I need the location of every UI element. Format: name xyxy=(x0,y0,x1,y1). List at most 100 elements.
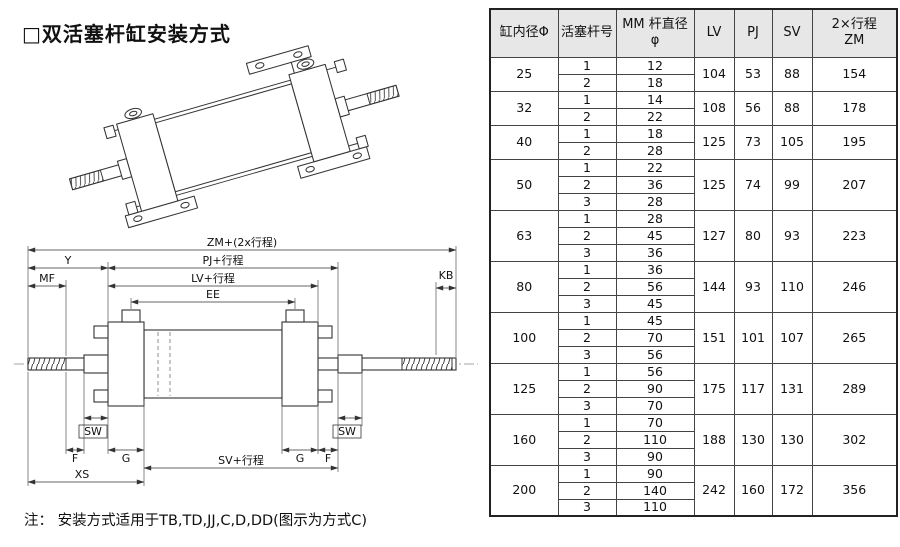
cell-bore: 125 xyxy=(489,362,559,415)
cell-lv: 175 xyxy=(693,362,735,415)
cell-rod-no: 1 xyxy=(557,158,617,177)
cell-pj: 160 xyxy=(733,464,773,517)
cell-rod-dia: 56 xyxy=(615,345,695,364)
cell-bore: 100 xyxy=(489,311,559,364)
cell-rod-dia: 12 xyxy=(615,56,695,75)
cell-rod-no: 1 xyxy=(557,56,617,75)
dim-label-f-right: F xyxy=(325,452,331,465)
cell-rod-dia: 110 xyxy=(615,498,695,517)
cell-rod-no: 1 xyxy=(557,90,617,109)
header-lv: LV xyxy=(693,8,735,58)
cell-zm: 178 xyxy=(811,90,898,126)
cell-zm: 246 xyxy=(811,260,898,313)
cell-lv: 242 xyxy=(693,464,735,517)
header-zm: 2×行程 ZM xyxy=(811,8,898,58)
cell-sv: 130 xyxy=(771,413,813,466)
cell-zm: 207 xyxy=(811,158,898,211)
cell-rod-dia: 28 xyxy=(615,209,695,228)
cell-zm: 356 xyxy=(811,464,898,517)
dim-label-xs: XS xyxy=(75,468,90,481)
cell-rod-no: 2 xyxy=(557,141,617,160)
header-pj: PJ xyxy=(733,8,773,58)
cell-rod-dia: 90 xyxy=(615,447,695,466)
dim-label-g-right: G xyxy=(296,452,305,465)
cell-rod-dia: 70 xyxy=(615,396,695,415)
cell-rod-dia: 36 xyxy=(615,175,695,194)
dim-label-lv: LV+行程 xyxy=(191,272,235,285)
cylinder-tube xyxy=(143,329,283,399)
cell-rod-dia: 14 xyxy=(615,90,695,109)
tie-rod-nuts-iso xyxy=(103,58,369,216)
dim-label-sv: SV+行程 xyxy=(218,454,264,467)
cell-pj: 53 xyxy=(733,56,773,92)
piston-rod-left xyxy=(27,354,109,374)
cell-bore: 50 xyxy=(489,158,559,211)
cell-bore: 63 xyxy=(489,209,559,262)
dimension-drawing: ZM+(2x行程) Y PJ+行程 MF LV+行程 KB EE SW SW F… xyxy=(14,236,478,486)
cylinder-head-left-iso xyxy=(116,113,179,212)
dim-label-kb: KB xyxy=(439,269,454,282)
piston-rod-right xyxy=(317,354,457,374)
cell-rod-dia: 28 xyxy=(615,192,695,211)
header-bore: 缸内径Φ xyxy=(489,8,559,58)
cell-rod-dia: 28 xyxy=(615,141,695,160)
isometric-drawing-wrap xyxy=(32,32,462,236)
cell-rod-no: 2 xyxy=(557,73,617,92)
cell-rod-dia: 56 xyxy=(615,362,695,381)
dim-label-zm: ZM+(2x行程) xyxy=(207,236,277,249)
cell-pj: 56 xyxy=(733,90,773,126)
cell-zm: 289 xyxy=(811,362,898,415)
cell-rod-dia: 36 xyxy=(615,243,695,262)
dimension-lines xyxy=(27,247,457,485)
piston-hidden-lines xyxy=(157,332,171,396)
dim-label-f-left: F xyxy=(72,452,78,465)
header-rod-dia: MM 杆直径 φ xyxy=(615,8,695,58)
cell-sv: 88 xyxy=(771,56,813,92)
cell-zm: 195 xyxy=(811,124,898,160)
cell-rod-no: 3 xyxy=(557,498,617,517)
cell-rod-no: 1 xyxy=(557,260,617,279)
header-sv: SV xyxy=(771,8,813,58)
cell-rod-no: 2 xyxy=(557,430,617,449)
dim-label-y: Y xyxy=(64,254,72,267)
cell-bore: 32 xyxy=(489,90,559,126)
cell-sv: 88 xyxy=(771,90,813,126)
port-right xyxy=(285,309,305,323)
cell-rod-dia: 18 xyxy=(615,73,695,92)
cell-sv: 93 xyxy=(771,209,813,262)
cell-lv: 125 xyxy=(693,124,735,160)
dim-label-mf: MF xyxy=(39,272,55,285)
cell-sv: 105 xyxy=(771,124,813,160)
cell-rod-no: 2 xyxy=(557,175,617,194)
cell-rod-no: 3 xyxy=(557,192,617,211)
cell-bore: 40 xyxy=(489,124,559,160)
cell-zm: 223 xyxy=(811,209,898,262)
cell-sv: 172 xyxy=(771,464,813,517)
cell-rod-dia: 18 xyxy=(615,124,695,143)
cell-bore: 160 xyxy=(489,413,559,466)
cell-bore: 25 xyxy=(489,56,559,92)
port-boss-left xyxy=(124,107,142,120)
cell-zm: 265 xyxy=(811,311,898,364)
cell-rod-dia: 45 xyxy=(615,226,695,245)
cell-rod-no: 2 xyxy=(557,379,617,398)
cell-sv: 107 xyxy=(771,311,813,364)
cell-lv: 127 xyxy=(693,209,735,262)
dim-label-sw-right: SW xyxy=(338,425,356,438)
cell-rod-dia: 22 xyxy=(615,158,695,177)
cell-rod-dia: 56 xyxy=(615,277,695,296)
cell-rod-no: 1 xyxy=(557,362,617,381)
dim-label-pj: PJ+行程 xyxy=(202,254,243,267)
